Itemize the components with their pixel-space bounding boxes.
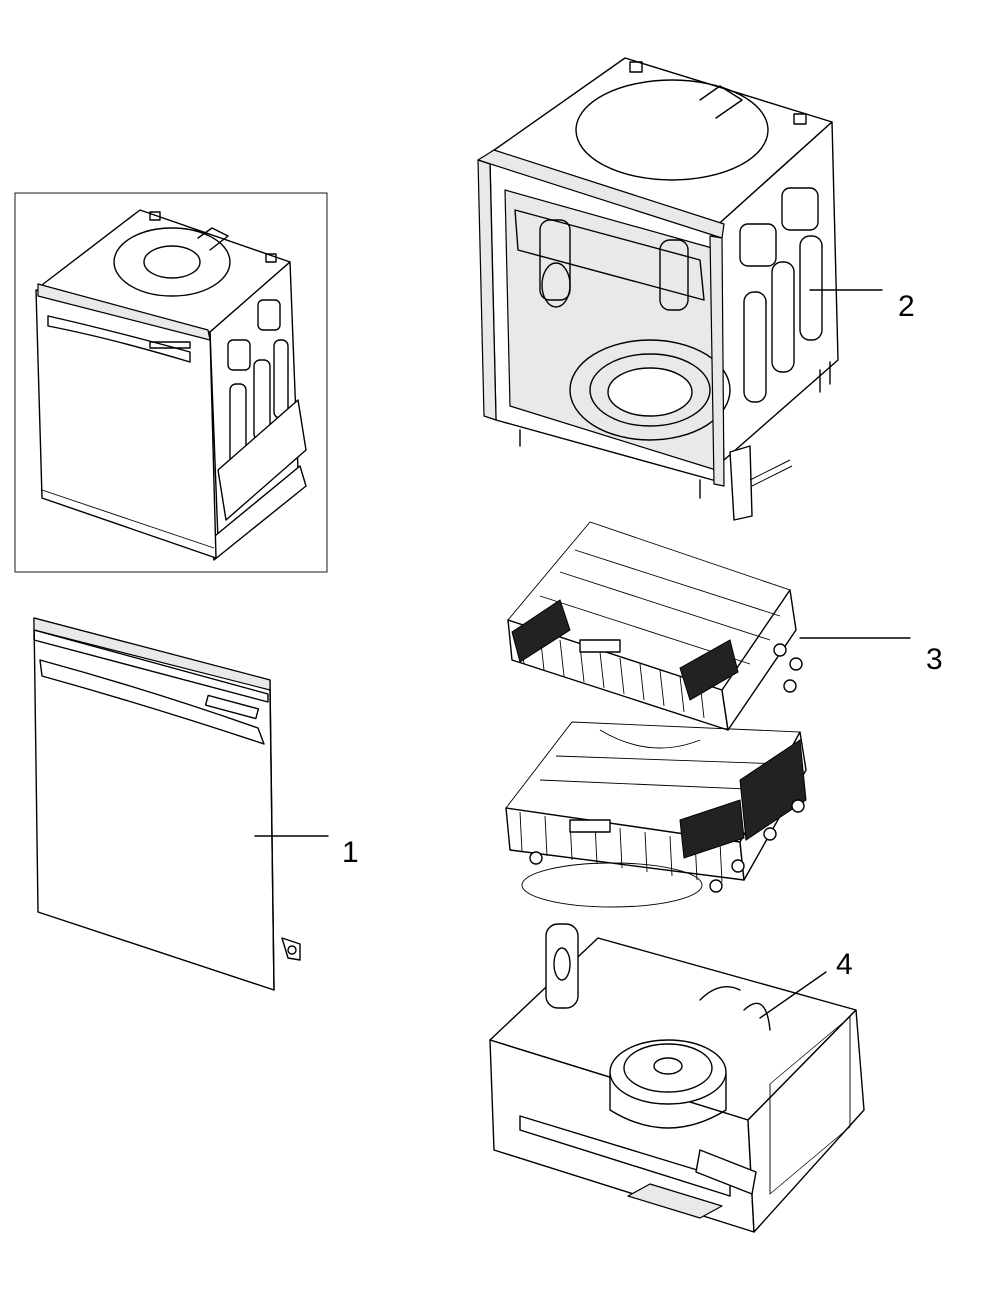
callout-4: 4 (836, 948, 853, 981)
callout-3: 3 (926, 643, 943, 676)
base-assembly (489, 923, 865, 1233)
callout-1: 1 (342, 836, 359, 869)
assembled-dishwasher-inset (14, 192, 328, 573)
tub-assembly (477, 57, 839, 521)
leader-line-4 (759, 971, 827, 1019)
inset-frame (14, 192, 328, 573)
door-panel (33, 617, 301, 991)
dish-racks (505, 521, 807, 908)
callout-2: 2 (898, 290, 915, 323)
leader-lines (254, 289, 911, 1019)
